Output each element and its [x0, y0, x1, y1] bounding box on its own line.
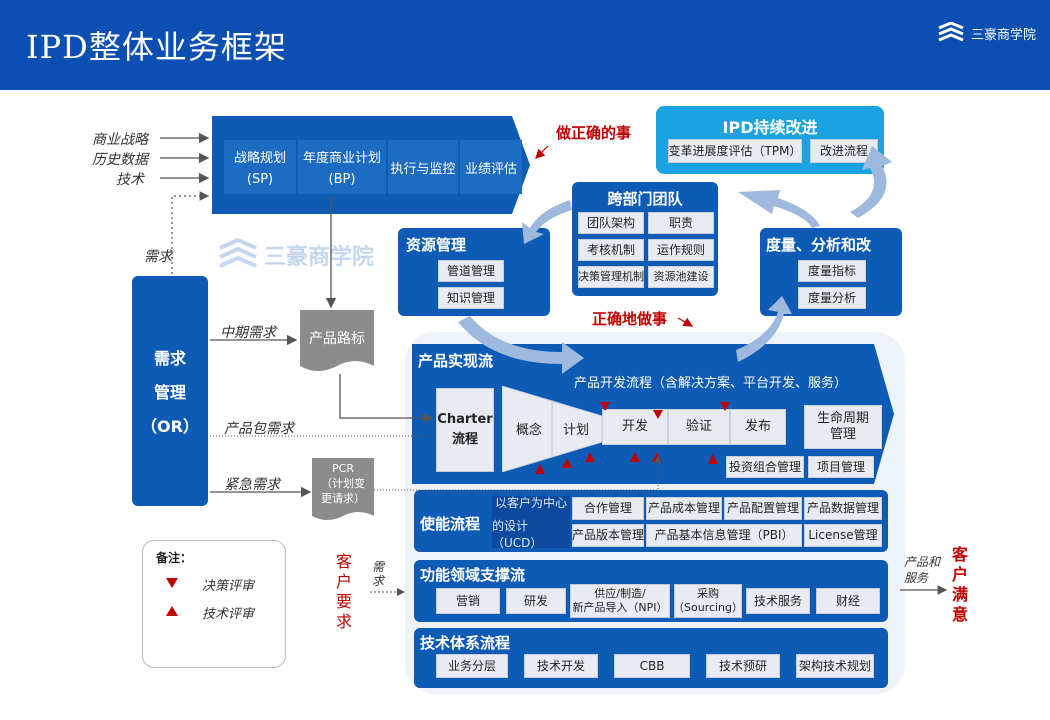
pkg-demand-label: 产品包需求 — [224, 421, 294, 437]
strategy-steps: 战略规划 (SP) 年度商业计划 (BP) 执行与监控 业绩评估 — [224, 140, 522, 194]
tech-title: 技术体系流程 — [420, 634, 511, 652]
technical-review-marker — [630, 452, 640, 462]
team-item[interactable]: 决策管理机制 — [578, 266, 644, 288]
pcr-label: PCR （计划变 更请求） — [321, 462, 365, 505]
tpm-button[interactable]: 变革进展度评估（TPM） — [668, 139, 802, 163]
realization-title: 产品实现流 — [418, 352, 494, 370]
enable-item[interactable]: 产品数据管理 — [804, 497, 882, 520]
phase-release[interactable]: 发布 — [730, 409, 786, 445]
roadmap-doc-shape — [300, 310, 374, 371]
func-item[interactable]: 财经 — [816, 588, 880, 614]
technical-review-icon — [166, 606, 178, 616]
customer-requirement-label: 客户要求 — [336, 552, 353, 631]
func-item-sourcing[interactable]: 采购 （Sourcing） — [673, 584, 743, 618]
enable-item[interactable]: 合作管理 — [572, 497, 644, 520]
measure-metrics-button[interactable]: 度量指标 — [798, 260, 866, 282]
enable-item[interactable]: 产品成本管理 — [646, 497, 722, 520]
portfolio-mgmt-button[interactable]: 投资组合管理 — [726, 456, 804, 478]
func-item[interactable]: 营销 — [436, 588, 500, 614]
technical-review-marker — [652, 452, 662, 462]
mid-demand-label: 中期需求 — [220, 325, 276, 341]
tech-item[interactable]: CBB — [614, 654, 690, 678]
project-mgmt-button[interactable]: 项目管理 — [808, 456, 874, 478]
func-item[interactable]: 技术服务 — [746, 588, 810, 614]
func-title: 功能领域支撑流 — [420, 566, 526, 584]
execution-monitoring: 执行与监控 — [388, 140, 458, 194]
technical-review-marker — [562, 458, 572, 468]
watermark-logo-icon — [219, 238, 257, 268]
decision-review-marker — [653, 410, 663, 419]
legend-decision: 决策评审 — [202, 579, 255, 594]
annual-business-plan: 年度商业计划 (BP) — [298, 140, 386, 194]
decision-review-icon — [166, 578, 178, 588]
tech-item[interactable]: 业务分层 — [436, 654, 508, 678]
func-item[interactable]: 研发 — [506, 588, 566, 614]
func-item-supply[interactable]: 供应/制造/ 新产品导入（NPI） — [570, 584, 670, 618]
product-service-label: 产品和服务 — [904, 555, 941, 585]
technical-review-marker — [708, 454, 718, 464]
enable-title: 使能流程 — [420, 515, 481, 533]
page-title: IPD整体业务框架 — [26, 28, 287, 66]
strategy-planning: 战略规划 (SP) — [224, 140, 296, 194]
team-item[interactable]: 职责 — [648, 212, 714, 234]
demand-label: 需求 — [144, 249, 172, 265]
enable-item[interactable]: 产品基本信息管理（PBI） — [646, 524, 802, 547]
red-pointer-arrow — [677, 317, 694, 327]
team-item[interactable]: 考核机制 — [578, 239, 644, 261]
watermark: 三豪商学院 — [218, 238, 374, 272]
team-title: 跨部门团队 — [607, 190, 683, 208]
do-right-thing-label: 做正确的事 — [556, 124, 632, 142]
decision-review-marker — [600, 402, 610, 411]
roadmap-label: 产品路标 — [309, 331, 365, 347]
phase-concept[interactable]: 概念 — [515, 423, 542, 438]
ucd-block: 以客户为中心 的设计（UCD） — [492, 496, 570, 550]
phase-verify[interactable]: 验证 — [668, 409, 730, 445]
input-business-strategy: 商业战略 — [92, 132, 148, 148]
resource-title: 资源管理 — [406, 236, 467, 254]
urgent-demand-label: 紧急需求 — [224, 477, 280, 493]
tech-item[interactable]: 架构技术规划 — [796, 654, 874, 678]
legend-title: 备注： — [156, 551, 193, 565]
header-bar — [0, 0, 1050, 90]
lifecycle-button[interactable]: 生命周期 管理 — [804, 405, 882, 449]
input-history-data: 历史数据 — [92, 152, 148, 168]
technical-review-marker — [585, 452, 595, 462]
pcr-doc-shape — [312, 458, 374, 520]
customer-satisfaction-label: 客户满意 — [952, 545, 969, 624]
realization-subtitle: 产品开发流程（含解决方案、平台开发、服务） — [574, 376, 848, 391]
brand-logo-icon — [938, 22, 964, 42]
red-pointer-arrow — [535, 145, 549, 159]
brand: 三豪商学院 — [937, 22, 1036, 44]
enable-item[interactable]: 产品配置管理 — [724, 497, 802, 520]
brand-name: 三豪商学院 — [970, 27, 1036, 43]
measure-title: 度量、分析和改 — [766, 236, 872, 254]
team-item[interactable]: 资源池建设 — [648, 266, 714, 288]
tech-item[interactable]: 技术预研 — [706, 654, 780, 678]
review-markers — [535, 402, 730, 474]
technical-review-marker — [535, 464, 545, 474]
measure-analysis-button[interactable]: 度量分析 — [798, 287, 866, 309]
ipd-improve-title: IPD持续改进 — [722, 118, 818, 137]
small-demand-label: 需求 — [372, 560, 385, 588]
knowledge-mgmt-button[interactable]: 知识管理 — [438, 287, 504, 309]
funnel-shape — [502, 386, 602, 472]
team-item[interactable]: 团队架构 — [578, 212, 644, 234]
demand-connector — [171, 191, 210, 274]
legend-box — [142, 540, 286, 668]
or-box: 需求 管理 （OR） — [132, 276, 208, 506]
enable-item[interactable]: 产品版本管理 — [572, 524, 644, 547]
performance-evaluation: 业绩评估 — [460, 140, 522, 194]
input-technology: 技术 — [116, 172, 144, 188]
tech-item[interactable]: 技术开发 — [524, 654, 598, 678]
do-things-right-label: 正确地做事 — [592, 310, 668, 328]
cycle-arrow-measure-to-team — [738, 190, 820, 228]
phase-plan[interactable]: 计划 — [562, 423, 589, 438]
decision-review-marker — [720, 402, 730, 411]
improve-process-button[interactable]: 改进流程 — [810, 139, 878, 163]
legend-technical: 技术评审 — [202, 607, 255, 622]
charter-button[interactable]: Charter 流程 — [436, 388, 494, 472]
pipeline-mgmt-button[interactable]: 管道管理 — [438, 260, 504, 282]
enable-item[interactable]: License管理 — [804, 524, 882, 547]
team-item[interactable]: 运作规则 — [648, 239, 714, 261]
